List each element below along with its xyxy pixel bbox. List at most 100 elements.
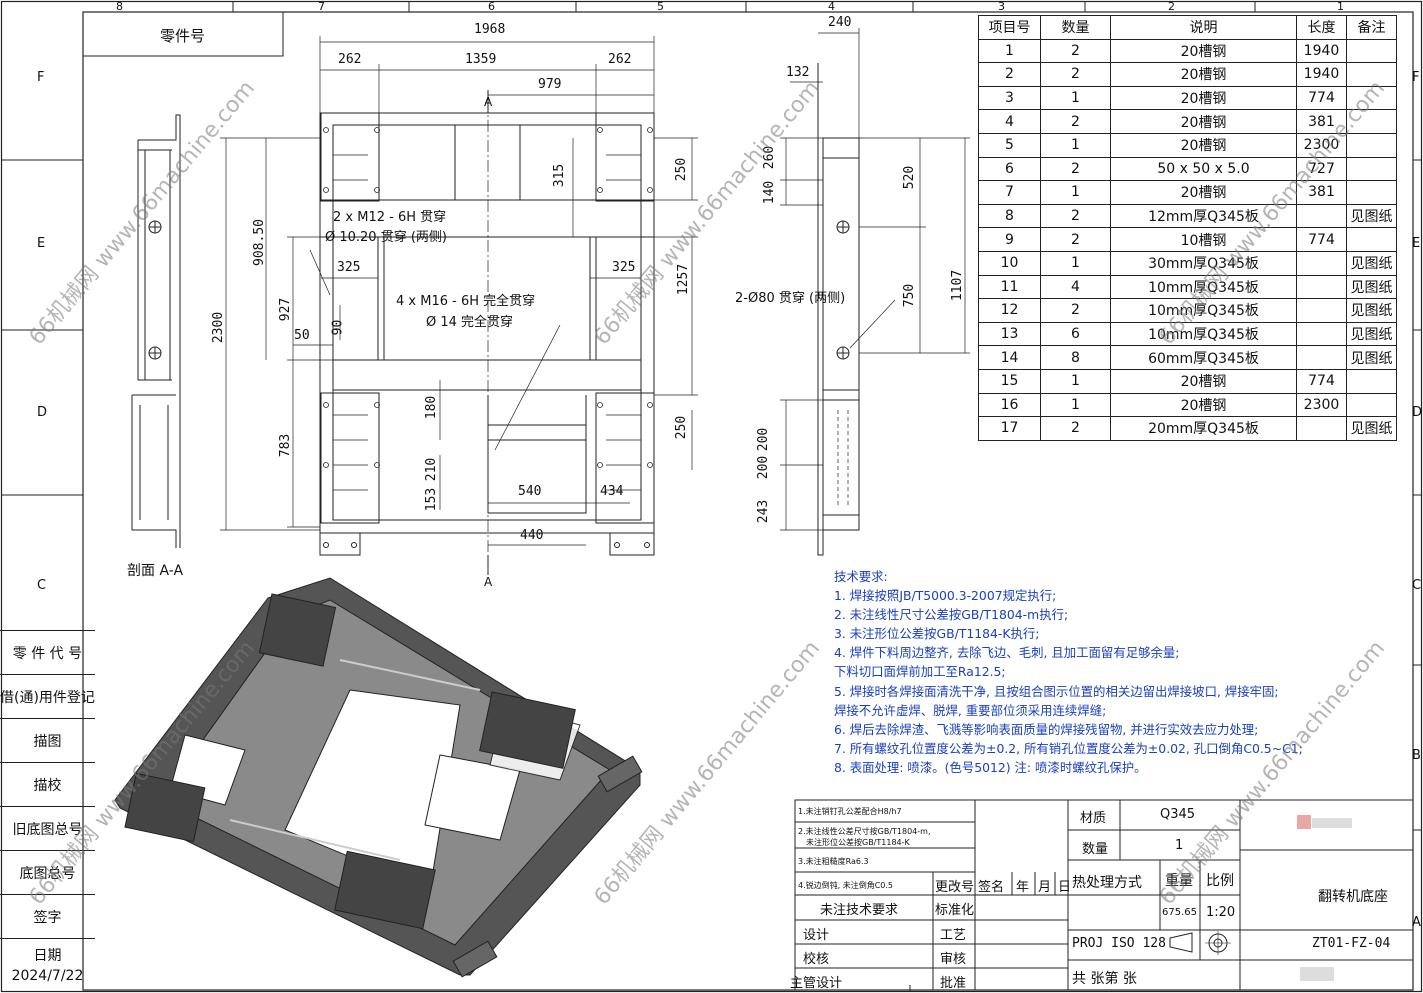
- bom-cell: 10mm厚Q345板: [1110, 274, 1297, 300]
- tb-day: 日: [1058, 880, 1072, 895]
- record-label: 底图总号: [0, 850, 95, 895]
- tb-qty-label: 数量: [1082, 842, 1109, 857]
- bom-cell: 1: [1040, 368, 1111, 394]
- tech-line: 6. 焊后去除焊渣、飞溅等影响表面质量的焊接残留物, 并进行实效去应力处理;: [834, 721, 1259, 737]
- dim-text: 50: [294, 328, 310, 343]
- tb-material-label: 材质: [1080, 811, 1107, 826]
- tb-change-no: 更改号: [935, 880, 975, 895]
- bom-cell: 2: [1040, 416, 1111, 441]
- dim-text: 140: [762, 180, 778, 205]
- bom-cell: 20槽钢: [1110, 109, 1297, 134]
- bom-cell: 774: [1296, 85, 1347, 111]
- title-block-frame: [794, 799, 1414, 991]
- bom-header-cell: 长度: [1296, 15, 1347, 40]
- bom-cell: 381: [1296, 109, 1347, 134]
- bom-cell: 见图纸: [1346, 416, 1397, 441]
- tb-material: Q345: [1160, 807, 1196, 822]
- bom-cell: 2: [1040, 62, 1111, 87]
- bom-cell: 381: [1296, 180, 1347, 205]
- tb-proj: PROJ ISO 128: [1072, 936, 1166, 951]
- bom-cell: 2300: [1296, 132, 1347, 158]
- bom-cell: 13: [978, 321, 1041, 347]
- tb-check: 校核: [803, 952, 830, 967]
- tb-weight-label: 重量: [1165, 873, 1193, 889]
- section-label: 剖面 A-A: [127, 563, 184, 579]
- bom-cell: 见图纸: [1346, 298, 1397, 323]
- tb-scale-label: 比例: [1206, 873, 1234, 889]
- bom-cell: [1296, 298, 1347, 323]
- bom-cell: [1346, 38, 1397, 64]
- bom-cell: [1296, 416, 1347, 441]
- bom-cell: 7: [978, 180, 1041, 205]
- bom-header: 项目号 数量 说明 长度 备注: [978, 15, 1397, 40]
- bom-cell: 见图纸: [1346, 250, 1397, 276]
- record-label: 签字: [0, 894, 95, 939]
- tech-line: 7. 所有螺纹孔位置度公差为±0.2, 所有销孔位置度公差为±0.02, 孔口倒…: [834, 740, 1303, 756]
- record-label: 旧底图总号: [0, 806, 95, 851]
- bom-cell: 11: [978, 274, 1041, 300]
- note-hole-80: 2-Ø80 贯穿 (两侧): [735, 291, 846, 306]
- section-mark: A: [484, 575, 493, 589]
- tech-line: 焊接不允许虚焊、脱焊, 重要部位须采用连续焊缝;: [834, 702, 1107, 718]
- tb-drawing-no: ZT01-FZ-04: [1312, 936, 1391, 951]
- tb-sign: 签名: [978, 880, 1005, 895]
- bom-cell: 17: [978, 416, 1041, 441]
- bom-cell: [1346, 85, 1397, 111]
- bom-cell: [1296, 203, 1347, 229]
- record-label: 零 件 代 号: [0, 630, 95, 675]
- record-label: 描校: [0, 762, 95, 807]
- record-label: 借(通)用件登记: [0, 674, 95, 719]
- bom-cell: 1940: [1296, 62, 1347, 87]
- bom-cell: 8: [1040, 345, 1111, 370]
- bom-cell: 1: [1040, 132, 1111, 158]
- dim-text: 262: [608, 52, 632, 67]
- tb-qty: 1: [1175, 838, 1184, 853]
- bom-cell: 4: [1040, 274, 1111, 300]
- bom-cell: 14: [978, 345, 1041, 370]
- record-label: 日期: [0, 938, 95, 965]
- front-view: [319, 90, 655, 575]
- bom-cell: [1296, 345, 1347, 370]
- bom-cell: 6: [1040, 321, 1111, 347]
- dim-text: 132: [786, 65, 810, 80]
- tb-note: 未注形位公差按GB/T1184-K: [806, 838, 910, 847]
- bom-header-cell: 说明: [1110, 15, 1297, 40]
- tb-month: 月: [1038, 880, 1052, 895]
- section-view: [131, 114, 181, 548]
- bom-cell: [1296, 274, 1347, 300]
- tb-year: 年: [1016, 880, 1030, 895]
- tb-heat-label: 热处理方式: [1072, 875, 1142, 891]
- bom-cell: 12mm厚Q345板: [1110, 203, 1297, 229]
- bom-header-cell: 项目号: [978, 15, 1041, 40]
- tb-process: 工艺: [940, 928, 967, 943]
- bom-cell: [1346, 156, 1397, 182]
- bom-cell: 20槽钢: [1110, 180, 1297, 205]
- bom-cell: 10mm厚Q345板: [1110, 321, 1297, 347]
- bom-cell: 见图纸: [1346, 345, 1397, 370]
- tech-line: 4. 焊件下料周边整齐, 去除飞边、毛刺, 且加工面留有足够余量;: [834, 645, 1180, 661]
- tech-line: 8. 表面处理: 喷漆。(色号5012) 注: 喷漆时螺纹孔保护。: [834, 759, 1147, 775]
- tb-note: 1.未注销钉孔公差配合H8/h7: [798, 807, 902, 816]
- tb-standard: 标准化: [935, 903, 975, 918]
- tech-line: 1. 焊接按照JB/T5000.3-2007规定执行;: [834, 588, 1057, 604]
- bom-cell: 774: [1296, 368, 1347, 394]
- section-mark: A: [484, 95, 493, 109]
- bom-cell: 20槽钢: [1110, 368, 1297, 394]
- dim-text: 325: [612, 260, 636, 275]
- tb-note: 2.未注线性公差尺寸按GB/T1804-m,: [798, 827, 931, 836]
- part-no-label: 零件号: [160, 27, 206, 45]
- bom-cell: 5: [978, 132, 1041, 158]
- bom-cell: 见图纸: [1346, 321, 1397, 347]
